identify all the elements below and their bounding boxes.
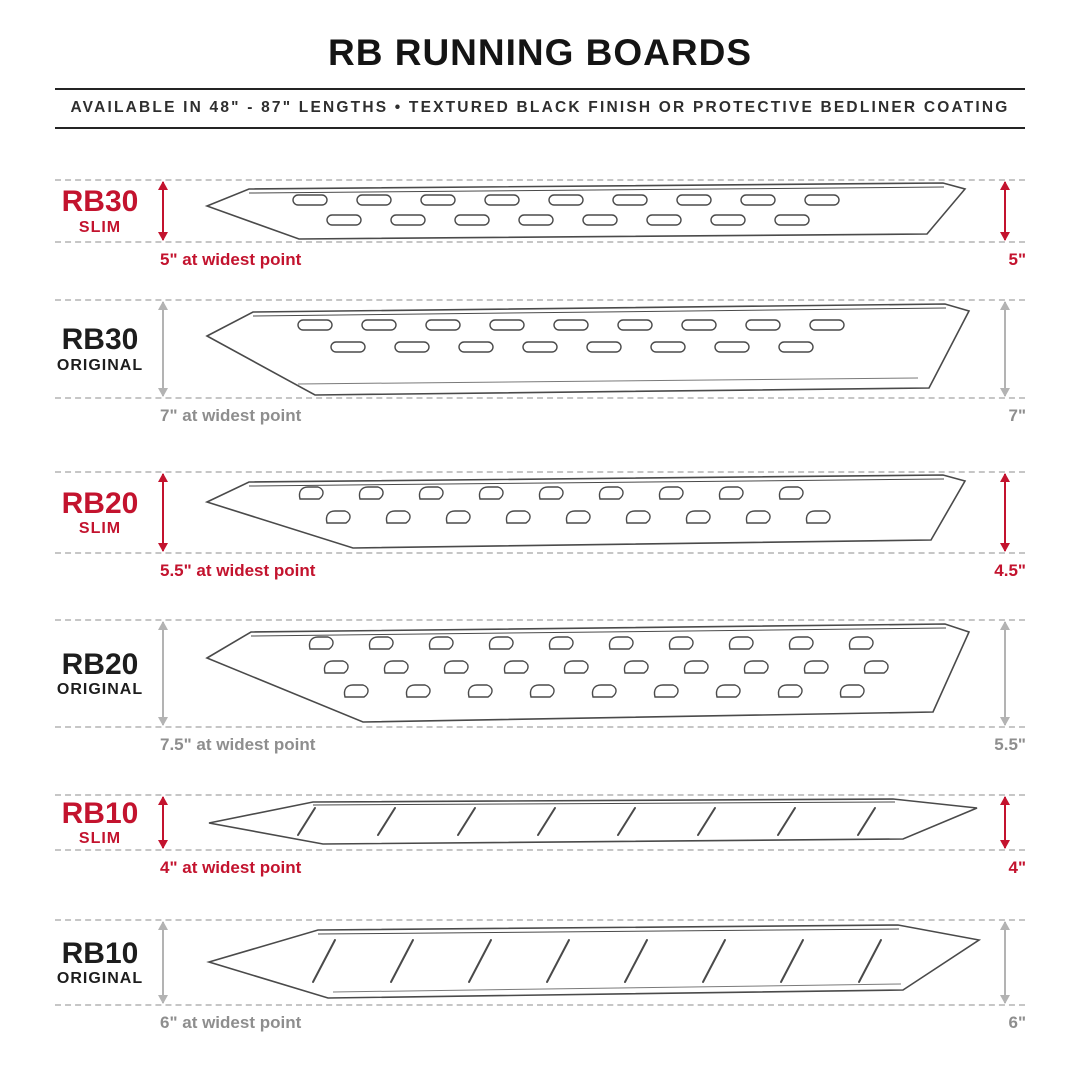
- dashed-line-bottom: [55, 726, 1025, 728]
- model-name: RB30: [61, 184, 139, 218]
- right-measurement: 4.5": [994, 561, 1026, 580]
- dashed-line-bottom: [55, 241, 1025, 243]
- model-variant: ORIGINAL: [56, 680, 144, 698]
- height-arrow-right: [1000, 473, 1010, 552]
- rb10-original-board-drawing: [206, 924, 982, 999]
- rb30-slim-row: RB30 SLIM 5" at widest point 5": [0, 179, 1080, 269]
- dashed-line-bottom: [55, 849, 1025, 851]
- model-name: RB10: [61, 936, 139, 970]
- dashed-line-top: [55, 619, 1025, 621]
- model-name: RB20: [61, 647, 139, 681]
- model-variant: ORIGINAL: [56, 356, 144, 374]
- height-arrow-right: [1000, 621, 1010, 726]
- dashed-line-top: [55, 919, 1025, 921]
- rb10-original-label-group: RB10 ORIGINAL: [40, 937, 160, 987]
- rb20-original-label-group: RB20 ORIGINAL: [40, 648, 160, 698]
- dashed-line-top: [55, 471, 1025, 473]
- height-arrow-left: [158, 473, 168, 552]
- height-arrow-left: [158, 796, 168, 849]
- height-arrow-left: [158, 921, 168, 1004]
- left-measurement: 5" at widest point: [160, 250, 302, 269]
- height-arrow-left: [158, 621, 168, 726]
- height-arrow-left: [158, 301, 168, 397]
- rb20-original-row: RB20 ORIGINAL 7.5" at widest point 5.5": [0, 619, 1080, 754]
- left-measurement: 7.5" at widest point: [160, 735, 316, 754]
- right-measurement: 5.5": [994, 735, 1026, 754]
- rb30-slim-label-group: RB30 SLIM: [40, 186, 160, 236]
- left-measurement: 6" at widest point: [160, 1013, 302, 1032]
- dashed-line-bottom: [55, 397, 1025, 399]
- header: RB RUNNING BOARDS AVAILABLE IN 48" - 87"…: [0, 0, 1080, 129]
- rb30-original-row: RB30 ORIGINAL 7" at widest point 7": [0, 299, 1080, 425]
- rb30-original-board-drawing: [205, 303, 971, 396]
- height-arrow-left: [158, 181, 168, 241]
- height-arrow-right: [1000, 796, 1010, 849]
- rb30-original-label-group: RB30 ORIGINAL: [40, 324, 160, 374]
- model-variant: SLIM: [78, 519, 122, 537]
- height-arrow-right: [1000, 921, 1010, 1004]
- dashed-line-top: [55, 179, 1025, 181]
- rb20-slim-label-group: RB20 SLIM: [40, 487, 160, 537]
- rb10-original-row: RB10 ORIGINAL 6" at widest point 6": [0, 919, 1080, 1032]
- rb20-slim-board-drawing: [204, 474, 967, 549]
- right-measurement: 4": [1008, 858, 1026, 877]
- right-measurement: 7": [1008, 406, 1026, 425]
- model-variant: ORIGINAL: [56, 969, 144, 987]
- page-title: RB RUNNING BOARDS: [328, 32, 752, 73]
- height-arrow-right: [1000, 181, 1010, 241]
- dashed-line-bottom: [55, 1004, 1025, 1006]
- left-measurement: 5.5" at widest point: [160, 561, 316, 580]
- rb20-original-board-drawing: [205, 623, 971, 723]
- dashed-line-top: [55, 299, 1025, 301]
- dashed-line-top: [55, 794, 1025, 796]
- rb10-slim-row: RB10 SLIM 4" at widest point 4": [0, 794, 1080, 877]
- model-variant: SLIM: [78, 829, 122, 847]
- model-variant: SLIM: [78, 218, 122, 236]
- page-subtitle: AVAILABLE IN 48" - 87" LENGTHS • TEXTURE…: [70, 99, 1010, 116]
- rb30-slim-board-drawing: [204, 182, 967, 240]
- left-measurement: 7" at widest point: [160, 406, 302, 425]
- dashed-line-bottom: [55, 552, 1025, 554]
- left-measurement: 4" at widest point: [160, 858, 302, 877]
- rb10-slim-board-drawing: [208, 798, 978, 845]
- model-name: RB20: [61, 486, 139, 520]
- model-name: RB30: [61, 322, 139, 356]
- right-measurement: 6": [1008, 1013, 1026, 1032]
- subtitle-band: AVAILABLE IN 48" - 87" LENGTHS • TEXTURE…: [55, 88, 1025, 129]
- rb20-slim-row: RB20 SLIM 5.5" at widest point 4.5": [0, 471, 1080, 580]
- model-name: RB10: [61, 796, 139, 830]
- rb10-slim-label-group: RB10 SLIM: [40, 797, 160, 847]
- height-arrow-right: [1000, 301, 1010, 397]
- right-measurement: 5": [1008, 250, 1026, 269]
